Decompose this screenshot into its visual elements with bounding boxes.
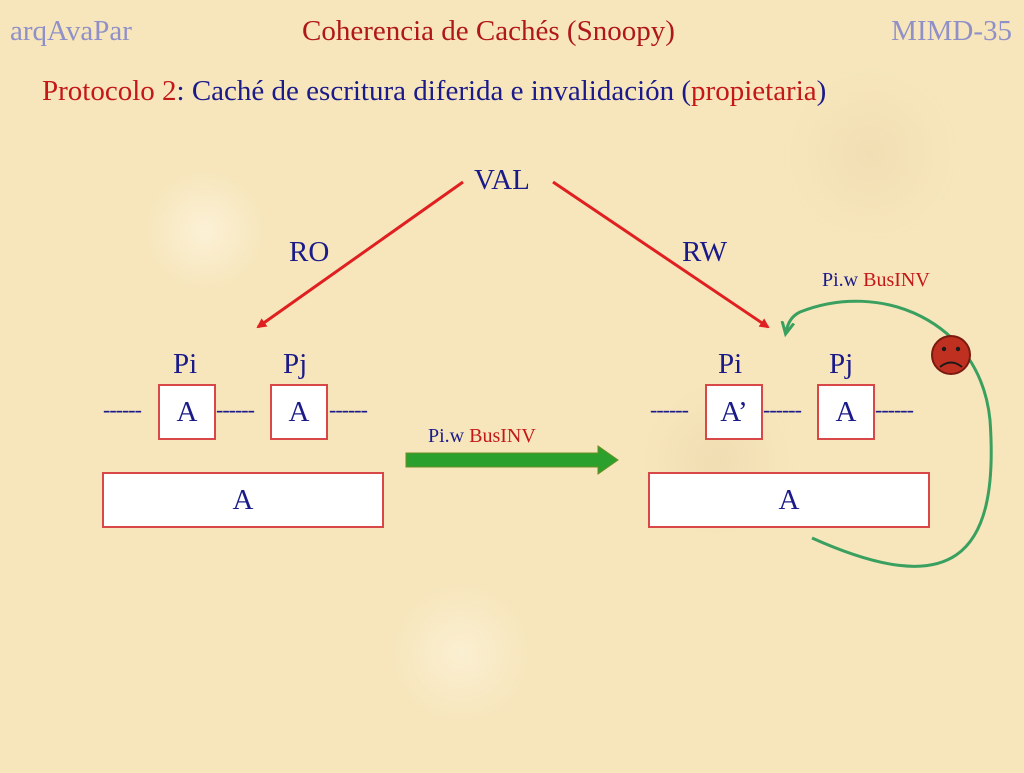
transition-bus: BusINV xyxy=(469,425,536,447)
right-bus-dash-2: ------ xyxy=(763,397,802,422)
state-rw: RW xyxy=(682,236,728,268)
right-bus-dash-3: ------ xyxy=(875,397,914,422)
slide-number: MIMD-35 xyxy=(891,15,1012,47)
left-bus-dash-3: ------ xyxy=(329,397,368,422)
subtitle-highlight: propietaria xyxy=(691,75,817,107)
right-bus-dash-1: ------ xyxy=(650,397,689,422)
transition-line-val-rw xyxy=(552,180,770,329)
subtitle-protocol: Protocolo 2 xyxy=(42,75,177,107)
state-ro: RO xyxy=(289,236,330,268)
left-proc-pj: Pj xyxy=(283,348,308,380)
sad-face-icon xyxy=(931,335,971,375)
transition-line-val-ro xyxy=(256,180,464,329)
transition-label: Pi.w BusINV xyxy=(428,424,536,448)
left-cache-pi: A xyxy=(158,384,216,440)
right-memory: A xyxy=(648,472,930,528)
header-course: arqAvaPar xyxy=(10,15,132,47)
feedback-bus: BusINV xyxy=(863,269,930,291)
subtitle-suffix: ) xyxy=(816,75,827,107)
right-proc-pi: Pi xyxy=(718,348,743,380)
slide-title: Coherencia de Cachés (Snoopy) xyxy=(302,15,675,47)
transition-op: Pi.w xyxy=(428,425,465,447)
right-cache-pj-invalid: A xyxy=(817,384,875,440)
left-proc-pi: Pi xyxy=(173,348,198,380)
state-val: VAL xyxy=(474,164,530,196)
left-bus-dash-1: ------ xyxy=(103,397,142,422)
left-bus-dash-2: ------ xyxy=(216,397,255,422)
right-cache-pi: A’ xyxy=(705,384,763,440)
left-cache-pj: A xyxy=(270,384,328,440)
feedback-label: Pi.w BusINV xyxy=(822,268,930,292)
feedback-op: Pi.w xyxy=(822,269,859,291)
subtitle-text: : Caché de escritura diferida e invalida… xyxy=(176,75,692,107)
feedback-curve xyxy=(786,299,993,568)
slide-subtitle: Protocolo 2: Caché de escritura diferida… xyxy=(42,74,826,108)
bus-transition-arrow xyxy=(405,445,619,475)
left-memory: A xyxy=(102,472,384,528)
right-proc-pj: Pj xyxy=(829,348,854,380)
